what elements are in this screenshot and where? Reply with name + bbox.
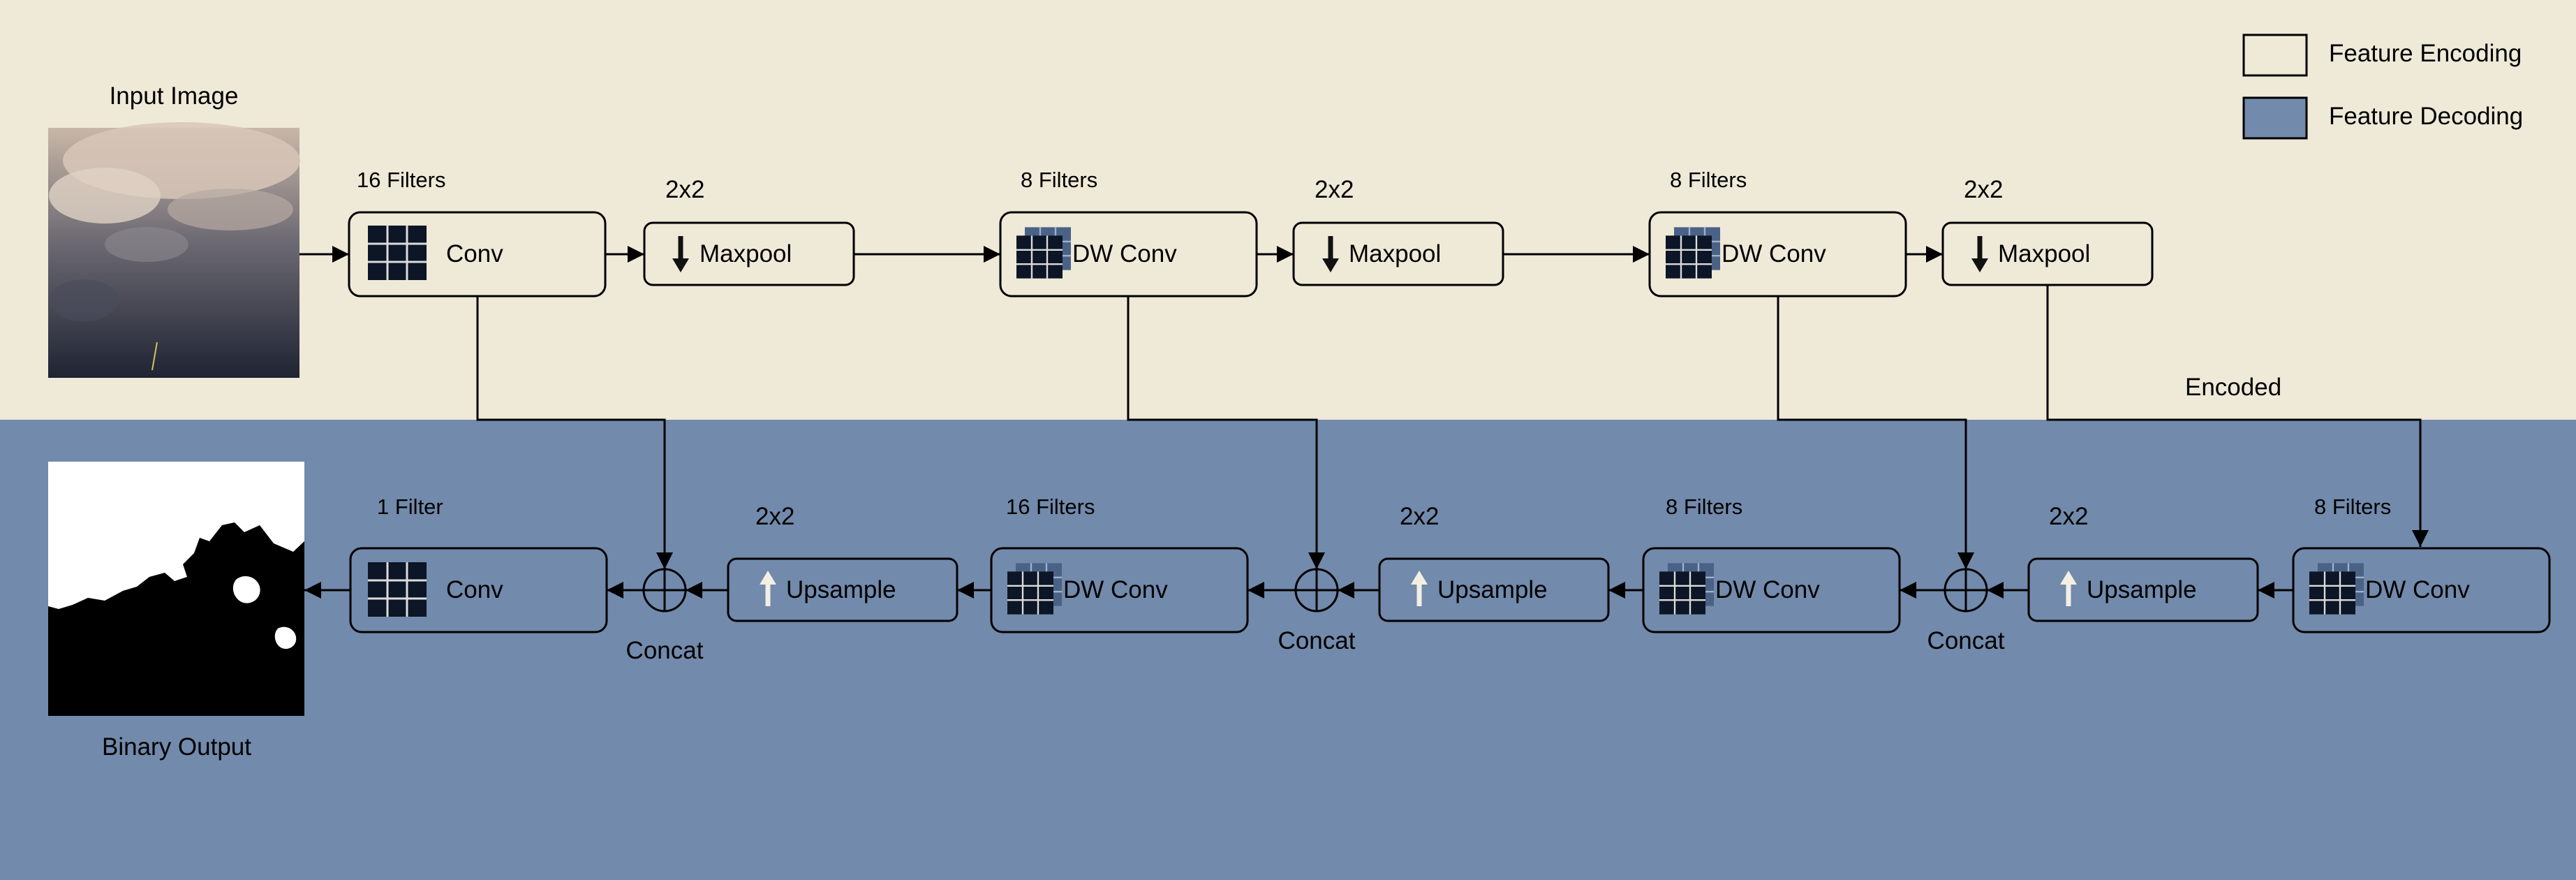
filters-label: 1 Filter — [377, 494, 443, 519]
up-size-label: 2x2 — [755, 503, 794, 530]
block-label: Upsample — [786, 576, 896, 603]
block-label: Conv — [446, 576, 503, 603]
filters-label: 16 Filters — [357, 168, 445, 192]
encoder-dw1: 8 Filters DW Conv — [999, 168, 1258, 298]
up-size-label: 2x2 — [1400, 503, 1439, 530]
filters-label: 8 Filters — [1666, 494, 1742, 519]
up-arrow-icon — [760, 571, 776, 606]
concat-label: Concat — [1927, 627, 2005, 654]
block-label: Maxpool — [699, 240, 792, 267]
up-arrow-icon — [2060, 571, 2077, 606]
decoder-up-a: 2x2 Upsample — [2027, 503, 2259, 622]
pool-size-label: 2x2 — [1964, 176, 2003, 203]
legend: Feature Encoding Feature Decoding — [2242, 34, 2523, 140]
decoding-region — [0, 420, 2576, 880]
concat-label: Concat — [626, 637, 704, 664]
decoder-concat-b: Concat — [1278, 568, 1356, 654]
legend-encoding-swatch — [2242, 34, 2308, 77]
grid-icon — [368, 226, 427, 280]
encoder-pool1: 2x2 Maxpool — [643, 176, 855, 286]
legend-decoding-label: Feature Decoding — [2329, 103, 2523, 130]
up-size-label: 2x2 — [2049, 503, 2088, 530]
encoder-pool3: 2x2 Maxpool — [1941, 176, 2154, 286]
encoder-conv1: 16 Filters Conv — [348, 168, 607, 298]
pool-size-label: 2x2 — [1315, 176, 1354, 203]
block-label: DW Conv — [1063, 576, 1168, 603]
decoder-dw-b: 8 Filters DW Conv — [1642, 494, 1901, 633]
decoder-concat-c: Concat — [626, 568, 704, 664]
down-arrow-icon — [1322, 236, 1339, 272]
binary-output-label: Binary Output — [102, 733, 251, 761]
block-label: Upsample — [1437, 576, 1548, 603]
decoder-dw-c: 16 Filters DW Conv — [990, 494, 1249, 633]
concat-label: Concat — [1278, 627, 1356, 654]
encoded-label: Encoded — [2185, 374, 2281, 401]
skip-connection-arrows — [476, 285, 2429, 569]
grid-icon — [368, 562, 427, 617]
encoder-pool2: 2x2 Maxpool — [1292, 176, 1504, 286]
block-label: DW Conv — [1722, 240, 1826, 267]
block-label: DW Conv — [1072, 240, 1177, 267]
filters-label: 8 Filters — [1021, 168, 1097, 192]
decoder-up-c: 2x2 Upsample — [727, 503, 958, 622]
input-image — [48, 122, 300, 378]
block-label: Conv — [446, 240, 503, 267]
filters-label: 8 Filters — [2314, 494, 2391, 519]
up-arrow-icon — [1411, 571, 1428, 606]
binary-output-image — [48, 462, 304, 716]
filters-label: 8 Filters — [1670, 168, 1747, 192]
input-image-label: Input Image — [110, 82, 239, 110]
pool-size-label: 2x2 — [665, 176, 704, 203]
block-label: DW Conv — [2365, 576, 2470, 603]
down-arrow-icon — [1971, 236, 1988, 272]
block-label: Upsample — [2087, 576, 2197, 603]
legend-decoding-swatch — [2242, 96, 2308, 140]
encoding-region — [0, 0, 2576, 420]
block-label: DW Conv — [1715, 576, 1820, 603]
legend-encoding-label: Feature Encoding — [2329, 40, 2522, 67]
block-label: Maxpool — [1998, 240, 2090, 267]
filters-label: 16 Filters — [1006, 494, 1095, 519]
block-label: Maxpool — [1349, 240, 1441, 267]
down-arrow-icon — [672, 236, 689, 272]
